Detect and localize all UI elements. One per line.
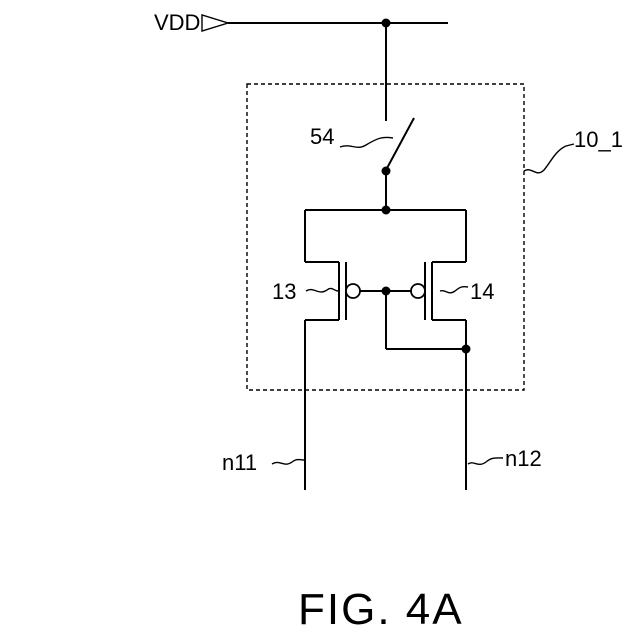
t13-label: 13 [272, 279, 296, 304]
vdd-label: VDD [154, 10, 200, 35]
figure-caption: FIG. 4A [298, 585, 464, 634]
t13-label-leader [306, 288, 338, 292]
vdd-terminal-icon [202, 15, 228, 31]
block-label: 10_1 [574, 127, 623, 152]
n12-label: n12 [505, 446, 542, 471]
n11-label-leader [272, 460, 304, 465]
t14-gate-bubble [411, 284, 425, 298]
t14-label-leader [440, 287, 468, 293]
switch-blade [386, 118, 414, 170]
t14-label: 14 [470, 279, 494, 304]
switch-label-leader [340, 137, 393, 147]
block-label-leader [524, 144, 574, 173]
switch-label: 54 [310, 124, 334, 149]
n11-label: n11 [222, 450, 257, 475]
n12-label-leader [468, 458, 503, 464]
t13-gate-bubble [346, 284, 360, 298]
